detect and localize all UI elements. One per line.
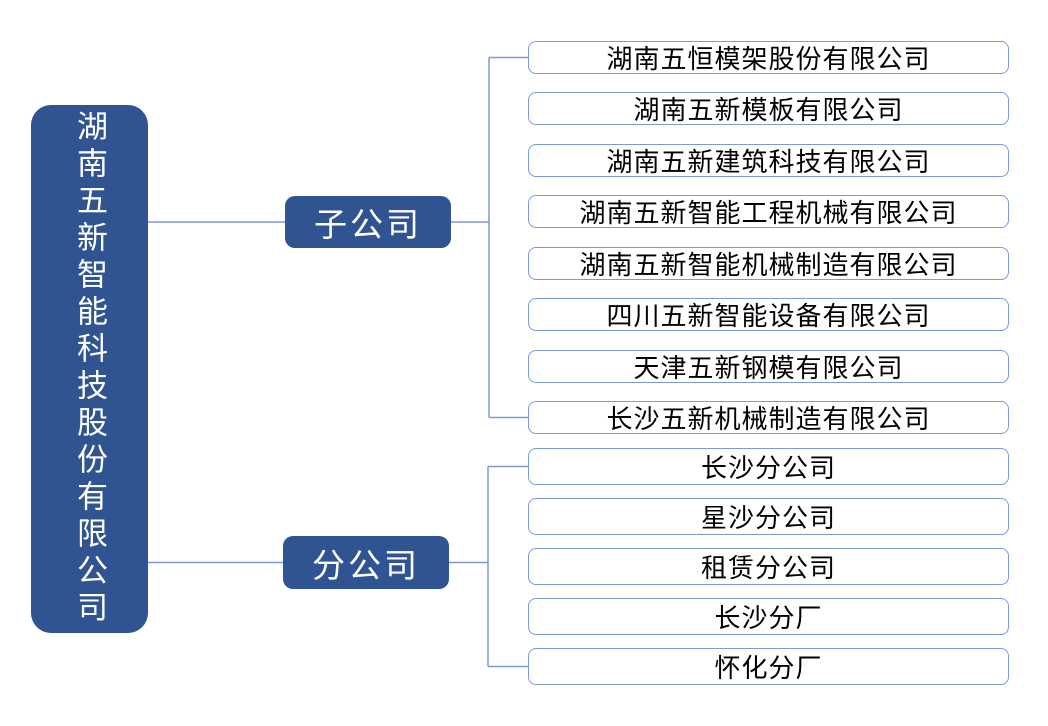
branch-label: 长沙分公司 xyxy=(700,453,836,483)
subsidiary-label: 湖南五新模板有限公司 xyxy=(633,95,904,125)
subsidiary-label: 湖南五新智能机械制造有限公司 xyxy=(579,250,958,280)
branch-label: 租赁分公司 xyxy=(700,553,836,583)
subsidiary-node-8: 长沙五新机械制造有限公司 xyxy=(528,401,1009,434)
branch-node-5: 怀化分厂 xyxy=(528,648,1009,685)
root-company-node: 湖南五新智能科技股份有限公司 xyxy=(31,105,148,633)
subsidiary-node-4: 湖南五新智能工程机械有限公司 xyxy=(528,195,1009,228)
subsidiary-label: 湖南五新智能工程机械有限公司 xyxy=(579,198,958,228)
subsidiary-node-2: 湖南五新模板有限公司 xyxy=(528,92,1009,125)
subsidiary-label: 天津五新钢模有限公司 xyxy=(633,353,904,383)
branch-node-2: 星沙分公司 xyxy=(528,498,1009,535)
root-company-label: 湖南五新智能科技股份有限公司 xyxy=(72,110,107,628)
subsidiary-label: 湖南五恒模架股份有限公司 xyxy=(606,44,931,74)
subsidiary-label: 湖南五新建筑科技有限公司 xyxy=(606,147,931,177)
subsidiary-node-3: 湖南五新建筑科技有限公司 xyxy=(528,144,1009,177)
branch-node-4: 长沙分厂 xyxy=(528,598,1009,635)
group-node-branches: 分公司 xyxy=(283,536,449,589)
group-label-subsidiaries: 子公司 xyxy=(314,206,422,243)
subsidiary-label: 长沙五新机械制造有限公司 xyxy=(606,404,931,434)
subsidiary-node-5: 湖南五新智能机械制造有限公司 xyxy=(528,247,1009,280)
branch-node-3: 租赁分公司 xyxy=(528,548,1009,585)
branch-label: 星沙分公司 xyxy=(700,503,836,533)
group-node-subsidiaries: 子公司 xyxy=(285,196,451,248)
subsidiary-label: 四川五新智能设备有限公司 xyxy=(606,301,931,331)
branch-label: 怀化分厂 xyxy=(714,653,823,683)
subsidiary-node-1: 湖南五恒模架股份有限公司 xyxy=(528,41,1009,74)
subsidiary-node-7: 天津五新钢模有限公司 xyxy=(528,350,1009,383)
subsidiary-node-6: 四川五新智能设备有限公司 xyxy=(528,298,1009,331)
branch-node-1: 长沙分公司 xyxy=(528,448,1009,485)
group-label-branches: 分公司 xyxy=(312,546,420,584)
branch-label: 长沙分厂 xyxy=(714,603,823,633)
